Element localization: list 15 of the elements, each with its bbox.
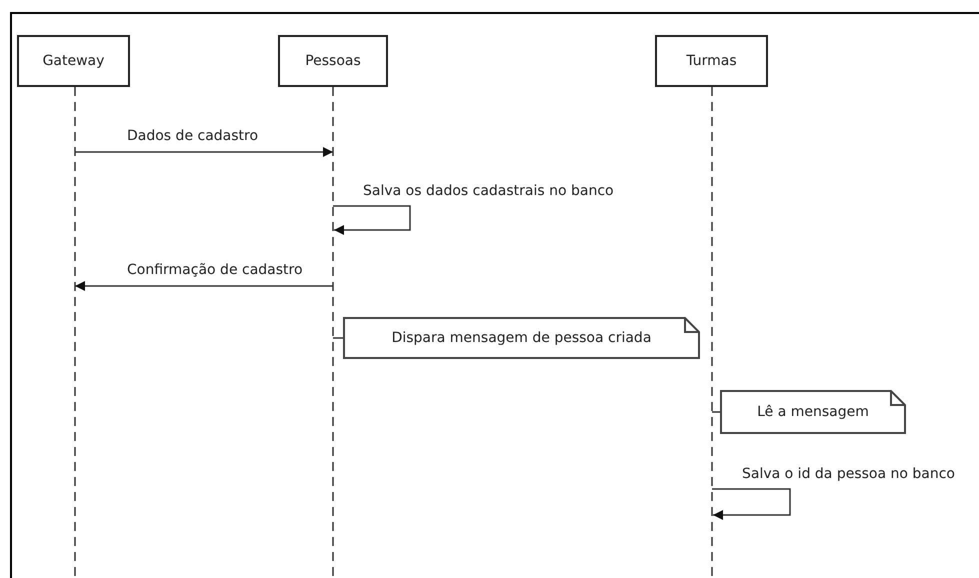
message-arrow xyxy=(75,147,333,157)
message-label: Salva o id da pessoa no banco xyxy=(740,466,958,482)
note-text: Lê a mensagem xyxy=(757,404,869,420)
note xyxy=(343,317,700,359)
participant-box: Gateway xyxy=(17,35,130,87)
note-connector xyxy=(333,337,343,339)
participant-box: Turmas xyxy=(655,35,768,87)
self-message-arrow xyxy=(333,205,411,235)
message-label: Confirmação de cadastro xyxy=(125,262,305,278)
message-arrow xyxy=(75,281,333,291)
note-connector xyxy=(712,411,720,413)
self-message-arrow xyxy=(712,488,791,520)
note-text: Dispara mensagem de pessoa criada xyxy=(392,330,652,346)
note xyxy=(720,390,906,434)
participant-box: Pessoas xyxy=(278,35,388,87)
